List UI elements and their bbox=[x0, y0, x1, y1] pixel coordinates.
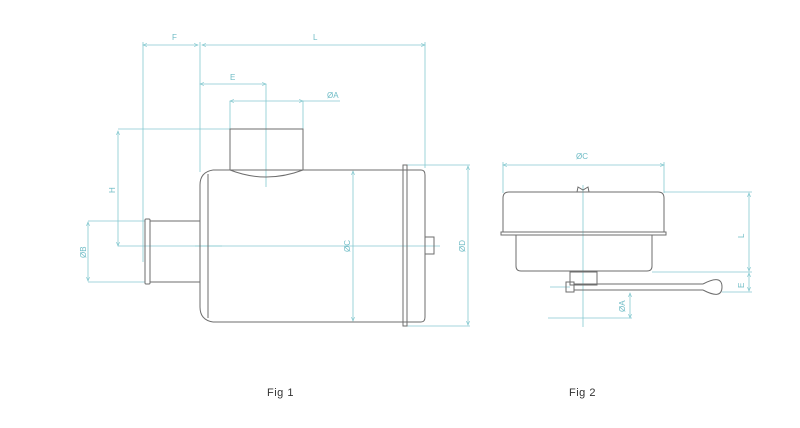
clamp-rod bbox=[574, 283, 703, 291]
label-e: E bbox=[737, 283, 746, 288]
filter-cap bbox=[502, 191, 665, 232]
fig1-caption: Fig 1 bbox=[267, 387, 294, 399]
fig2-caption: Fig 2 bbox=[569, 387, 596, 399]
label-a: ØA bbox=[327, 91, 339, 100]
bracket bbox=[569, 271, 598, 286]
air-filter-side-view bbox=[144, 128, 435, 327]
wing-nut bbox=[576, 186, 590, 193]
label-b: ØB bbox=[79, 246, 88, 258]
label-e: E bbox=[230, 73, 235, 82]
air-filter-cap-view bbox=[500, 186, 723, 295]
fig1-drawing: F L E ØA H ØB ØC ØD Fig 1 bbox=[79, 33, 470, 399]
label-c: ØC bbox=[343, 240, 352, 252]
fig1-dimensions bbox=[88, 42, 470, 327]
label-h: H bbox=[108, 187, 117, 193]
fig2-drawing: ØC L E ØA Fig 2 bbox=[500, 152, 752, 399]
inlet-pipe bbox=[150, 220, 200, 283]
cap-rim bbox=[500, 231, 667, 236]
clamp-loop bbox=[702, 279, 723, 295]
wing-nut bbox=[424, 236, 435, 255]
label-l: L bbox=[313, 33, 318, 42]
filter-bowl bbox=[515, 235, 653, 272]
label-d: ØD bbox=[458, 240, 467, 252]
label-c: ØC bbox=[576, 152, 588, 161]
label-f: F bbox=[172, 33, 177, 42]
label-l: L bbox=[737, 233, 746, 238]
label-a: ØA bbox=[618, 300, 627, 312]
bolt-head bbox=[565, 281, 575, 293]
fig1-labels: F L E ØA H ØB ØC ØD bbox=[79, 33, 467, 258]
inlet-bead bbox=[144, 218, 151, 285]
end-cap bbox=[199, 169, 214, 323]
clamp-flange bbox=[402, 164, 408, 327]
fig2-dimensions bbox=[503, 162, 752, 327]
fig2-labels: ØC L E ØA bbox=[576, 152, 746, 312]
